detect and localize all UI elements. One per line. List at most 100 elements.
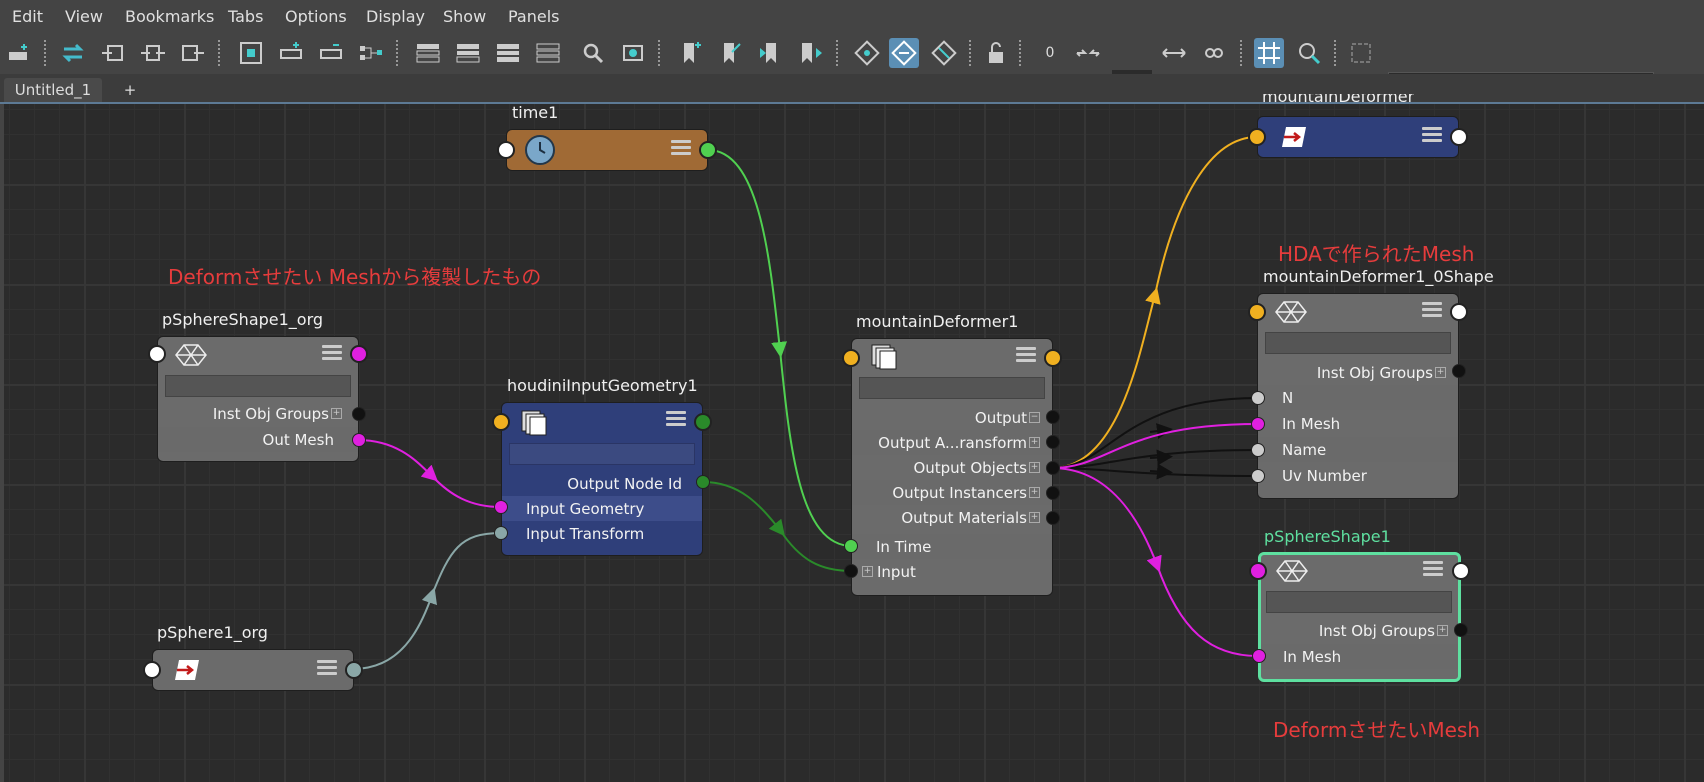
node-menu-icon[interactable] (1422, 302, 1442, 320)
node-time1[interactable] (506, 129, 708, 171)
port-psphere1-org-in[interactable] (143, 661, 161, 679)
expand-icon[interactable]: + (1029, 462, 1040, 473)
port-houdini-input-in[interactable] (492, 413, 510, 431)
bookmark-add-icon[interactable] (676, 38, 706, 68)
node-menu-icon[interactable] (322, 345, 342, 363)
zero-value-button[interactable]: 0 (1035, 38, 1065, 68)
port-input-transform[interactable] (494, 526, 508, 540)
port-psphereshape1-out[interactable] (1452, 562, 1470, 580)
add-selected-icon[interactable] (276, 38, 306, 68)
hide-attributes-icon[interactable] (929, 38, 959, 68)
node-name-field[interactable] (1265, 332, 1451, 354)
port-output[interactable] (1046, 410, 1060, 424)
menu-tabs[interactable]: Tabs (228, 7, 264, 26)
port-mountain-deformer1-out[interactable] (1044, 349, 1062, 367)
expand-icon[interactable]: + (331, 408, 342, 419)
node-psphereshape1[interactable]: Inst Obj Groups+ In Mesh (1258, 552, 1461, 682)
port-inst-obj-groups-out[interactable] (352, 407, 366, 421)
node-psphereshape1-org[interactable]: Inst Obj Groups+ Out Mesh (157, 336, 359, 462)
node-houdini-input-geometry1[interactable]: Output Node Id Input Geometry Input Tran… (501, 402, 703, 556)
graph-layout-icon[interactable] (356, 38, 386, 68)
menu-show[interactable]: Show (443, 7, 487, 26)
port-time1-in[interactable] (497, 141, 515, 159)
swap-icon[interactable] (58, 38, 88, 68)
tab-untitled-1[interactable]: Untitled_1 (4, 78, 102, 102)
menu-panels[interactable]: Panels (508, 7, 560, 26)
node-menu-icon[interactable] (671, 140, 691, 158)
port-inst-obj-groups-out[interactable] (1452, 364, 1466, 378)
port-out-mesh[interactable] (352, 433, 366, 447)
node-menu-icon[interactable] (1423, 561, 1443, 579)
port-houdini-input-out[interactable] (694, 413, 712, 431)
menu-display[interactable]: Display (366, 7, 425, 26)
port-name[interactable] (1251, 443, 1265, 457)
show-attributes-icon[interactable] (889, 38, 919, 68)
full-mode-icon[interactable] (493, 38, 523, 68)
bookmark-edit-icon[interactable] (716, 38, 746, 68)
node-menu-icon[interactable] (317, 660, 337, 678)
port-in-time[interactable] (844, 539, 858, 553)
expand-icon[interactable]: + (1437, 625, 1448, 636)
camera-frame-icon[interactable] (618, 38, 648, 68)
port-in-mesh[interactable] (1251, 417, 1265, 431)
node-name-field[interactable] (859, 377, 1045, 399)
graph-add-icon[interactable] (4, 38, 34, 68)
port-output-materials[interactable] (1046, 511, 1060, 525)
port-mountain-shape-in[interactable] (1248, 303, 1266, 321)
port-inst-obj-groups-out[interactable] (1454, 623, 1468, 637)
simple-mode-icon[interactable] (413, 38, 443, 68)
port-input[interactable] (844, 564, 858, 578)
expand-icon[interactable]: + (1029, 487, 1040, 498)
node-name-field[interactable] (1266, 591, 1452, 613)
menu-options[interactable]: Options (285, 7, 347, 26)
output-connections-icon[interactable] (178, 38, 208, 68)
expand-icon[interactable]: + (1435, 367, 1446, 378)
port-psphereshape1-org-out[interactable] (350, 345, 368, 363)
port-top-transform-out[interactable] (1450, 128, 1468, 146)
frame-selection-icon[interactable] (1346, 38, 1376, 68)
expand-icon[interactable]: + (1029, 512, 1040, 523)
node-mountain-deformer1[interactable]: Output− Output A...ransform+ Output Obje… (851, 338, 1053, 596)
node-mountain-deformer1-0shape[interactable]: Inst Obj Groups+ N In Mesh Name Uv Numbe… (1257, 293, 1459, 499)
port-output-objects[interactable] (1046, 461, 1060, 475)
node-menu-icon[interactable] (666, 411, 686, 429)
port-output-node-id[interactable] (696, 475, 710, 489)
port-output-instancers[interactable] (1046, 486, 1060, 500)
bookmark-next-icon[interactable] (796, 38, 826, 68)
node-name-field[interactable] (509, 443, 695, 465)
search-icon[interactable] (578, 38, 608, 68)
node-menu-icon[interactable] (1422, 127, 1442, 145)
menu-view[interactable]: View (65, 7, 103, 26)
port-mountain-shape-out[interactable] (1450, 303, 1468, 321)
port-top-transform-in[interactable] (1248, 128, 1266, 146)
port-psphere1-org-out[interactable] (345, 661, 363, 679)
snap-node-icon[interactable] (1294, 38, 1324, 68)
bookmark-prev-icon[interactable] (756, 38, 786, 68)
menu-bookmarks[interactable]: Bookmarks (125, 7, 215, 26)
port-in-mesh[interactable] (1252, 649, 1266, 663)
port-input-geometry[interactable] (494, 500, 508, 514)
node-network-icon[interactable] (852, 38, 882, 68)
link-icon[interactable] (1199, 38, 1229, 68)
in-out-connections-icon[interactable] (138, 38, 168, 68)
node-name-field[interactable] (165, 375, 351, 397)
port-uv-number[interactable] (1251, 469, 1265, 483)
expand-icon[interactable]: + (1029, 437, 1040, 448)
collapse-icon[interactable]: − (1029, 412, 1040, 423)
expand-icon[interactable] (1159, 38, 1189, 68)
remove-selected-icon[interactable] (316, 38, 346, 68)
node-psphere1-org[interactable] (152, 649, 354, 691)
custom-mode-icon[interactable] (533, 38, 563, 68)
node-menu-icon[interactable] (1016, 347, 1036, 365)
node-top-transform[interactable] (1257, 116, 1459, 158)
port-psphereshape1-org-in[interactable] (148, 345, 166, 363)
port-output-transform[interactable] (1046, 435, 1060, 449)
port-n[interactable] (1251, 391, 1265, 405)
grid-snap-icon[interactable] (1254, 38, 1284, 68)
port-mountain-deformer1-in[interactable] (842, 349, 860, 367)
collapse-icon[interactable] (1073, 38, 1103, 68)
connected-mode-icon[interactable] (453, 38, 483, 68)
lock-icon[interactable] (981, 38, 1011, 68)
port-time1-out[interactable] (699, 141, 717, 159)
port-psphereshape1-in[interactable] (1249, 562, 1267, 580)
